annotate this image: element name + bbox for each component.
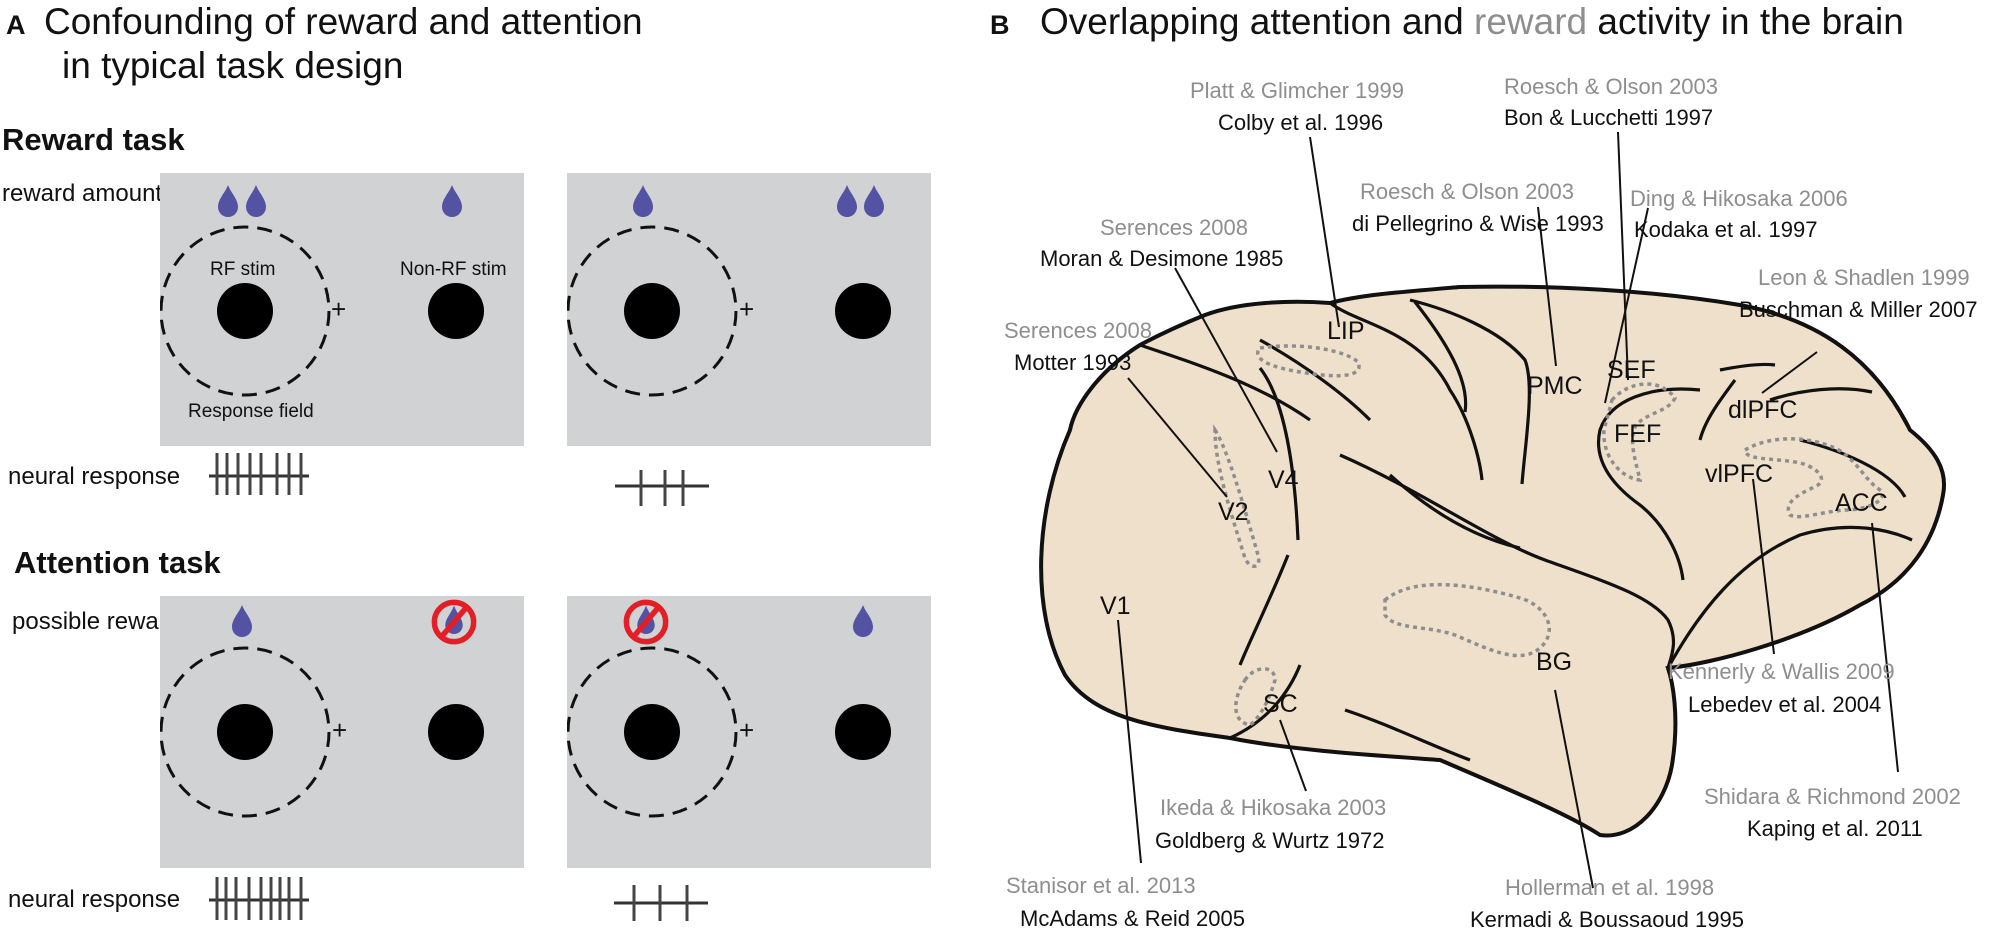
citation-acc-attention: Kaping et al. 2011: [1747, 816, 1923, 841]
fixation-cross: +: [331, 294, 347, 324]
panel-a-title-line1: Confounding of reward and attention: [44, 1, 643, 42]
fixation-cross: +: [739, 715, 755, 745]
non-rf-stimulus: [428, 283, 484, 339]
citation-pmc-attention: di Pellegrino & Wise 1993: [1352, 211, 1604, 236]
response-field-circle: [160, 646, 331, 818]
region-pmc: PMC: [1527, 372, 1583, 400]
citation-lip-attention: Colby et al. 1996: [1218, 110, 1384, 135]
citation-lip-reward: Platt & Glimcher 1999: [1190, 78, 1404, 103]
reward-task-panel-left: RF stim Non-RF stim + Response field: [160, 173, 524, 446]
region-sef: SEF: [1607, 356, 1656, 384]
non-rf-stim-label: Non-RF stim: [400, 259, 507, 280]
panel-b-title: Overlapping attention and reward activit…: [1040, 0, 1904, 44]
response-field-circle: [567, 225, 738, 397]
non-rf-stimulus: [835, 704, 891, 760]
region-lip: LIP: [1327, 317, 1365, 345]
panel-b-title-reward: reward: [1474, 1, 1588, 42]
citation-v1-reward: Stanisor et al. 2013: [1006, 873, 1196, 898]
non-rf-stimulus: [835, 283, 891, 339]
rf-stimulus: [624, 283, 680, 339]
citation-pmc-reward: Roesch & Olson 2003: [1360, 179, 1575, 204]
region-v4: V4: [1268, 466, 1299, 494]
citation-sc-attention: Goldberg & Wurtz 1972: [1155, 828, 1385, 853]
attention-task-panel-left: +: [160, 596, 524, 868]
citation-dlpfc-attention: Buschman & Miller 2007: [1739, 297, 1978, 322]
panel-a-title-line2: in typical task design: [62, 45, 404, 86]
region-acc: ACC: [1835, 489, 1888, 517]
neural-response-label-reward: neural response: [8, 463, 181, 490]
attention-task-panel-right: +: [567, 596, 931, 868]
region-sc: SC: [1263, 690, 1298, 718]
neural-response-label-attention: neural response: [8, 886, 181, 913]
rf-stimulus: [217, 283, 273, 339]
brain-outline: [1039, 284, 1946, 838]
citation-acc-reward: Shidara & Richmond 2002: [1704, 784, 1961, 809]
region-fef: FEF: [1614, 420, 1662, 448]
citation-fef-attention: Kodaka et al. 1997: [1634, 217, 1818, 242]
citation-vlpfc-reward: Kennerly & Wallis 2009: [1668, 659, 1895, 684]
spike-train-reward-nonrf: [615, 470, 709, 506]
citation-v2-reward: Serences 2008: [1004, 318, 1152, 343]
region-bg: BG: [1536, 648, 1573, 676]
fixation-cross: +: [332, 715, 348, 745]
citation-sc-reward: Ikeda & Hikosaka 2003: [1160, 795, 1387, 820]
spike-train-reward-rf: [209, 453, 309, 495]
response-field-label: Response field: [188, 401, 314, 422]
spike-train-attention-nonrf: [614, 885, 708, 921]
citation-vlpfc-attention: Lebedev et al. 2004: [1688, 692, 1882, 717]
citation-bg-attention: Kermadi & Boussaoud 1995: [1470, 907, 1744, 932]
reward-task-panel-right: +: [567, 173, 931, 446]
citation-v1-attention: McAdams & Reid 2005: [1020, 906, 1245, 931]
panel-a-label: A: [6, 10, 26, 40]
citation-v4-attention: Moran & Desimone 1985: [1040, 246, 1284, 271]
response-field-circle: [160, 225, 331, 397]
panel-b-title-part3: activity in the brain: [1587, 1, 1904, 42]
response-field-circle: [567, 646, 738, 818]
citation-sef-attention: Bon & Lucchetti 1997: [1504, 105, 1714, 130]
possible-reward-label: possible reward: [12, 608, 181, 635]
citation-dlpfc-reward: Leon & Shadlen 1999: [1758, 265, 1970, 290]
citation-v2-attention: Motter 1993: [1014, 350, 1132, 375]
rf-stim-label: RF stim: [210, 259, 276, 280]
panel-b-title-part1: Overlapping attention and: [1040, 1, 1475, 42]
reward-amount-label: reward amount: [2, 180, 163, 207]
region-v1: V1: [1100, 592, 1131, 620]
citation-bg-reward: Hollerman et al. 1998: [1505, 875, 1715, 900]
reward-task-heading: Reward task: [2, 122, 185, 157]
rf-stimulus: [624, 704, 680, 760]
citation-sef-reward: Roesch & Olson 2003: [1504, 74, 1719, 99]
region-v2: V2: [1218, 498, 1249, 526]
attention-task-heading: Attention task: [14, 545, 221, 580]
region-vlpfc: vlPFC: [1705, 460, 1774, 488]
spike-train-attention-rf: [209, 877, 309, 920]
fixation-cross: +: [739, 294, 755, 324]
non-rf-stimulus: [428, 704, 484, 760]
citation-fef-reward: Ding & Hikosaka 2006: [1630, 186, 1848, 211]
panel-b-label: B: [990, 10, 1010, 40]
rf-stimulus: [217, 704, 273, 760]
region-dlpfc: dlPFC: [1728, 396, 1798, 424]
citation-v4-reward: Serences 2008: [1100, 215, 1248, 240]
